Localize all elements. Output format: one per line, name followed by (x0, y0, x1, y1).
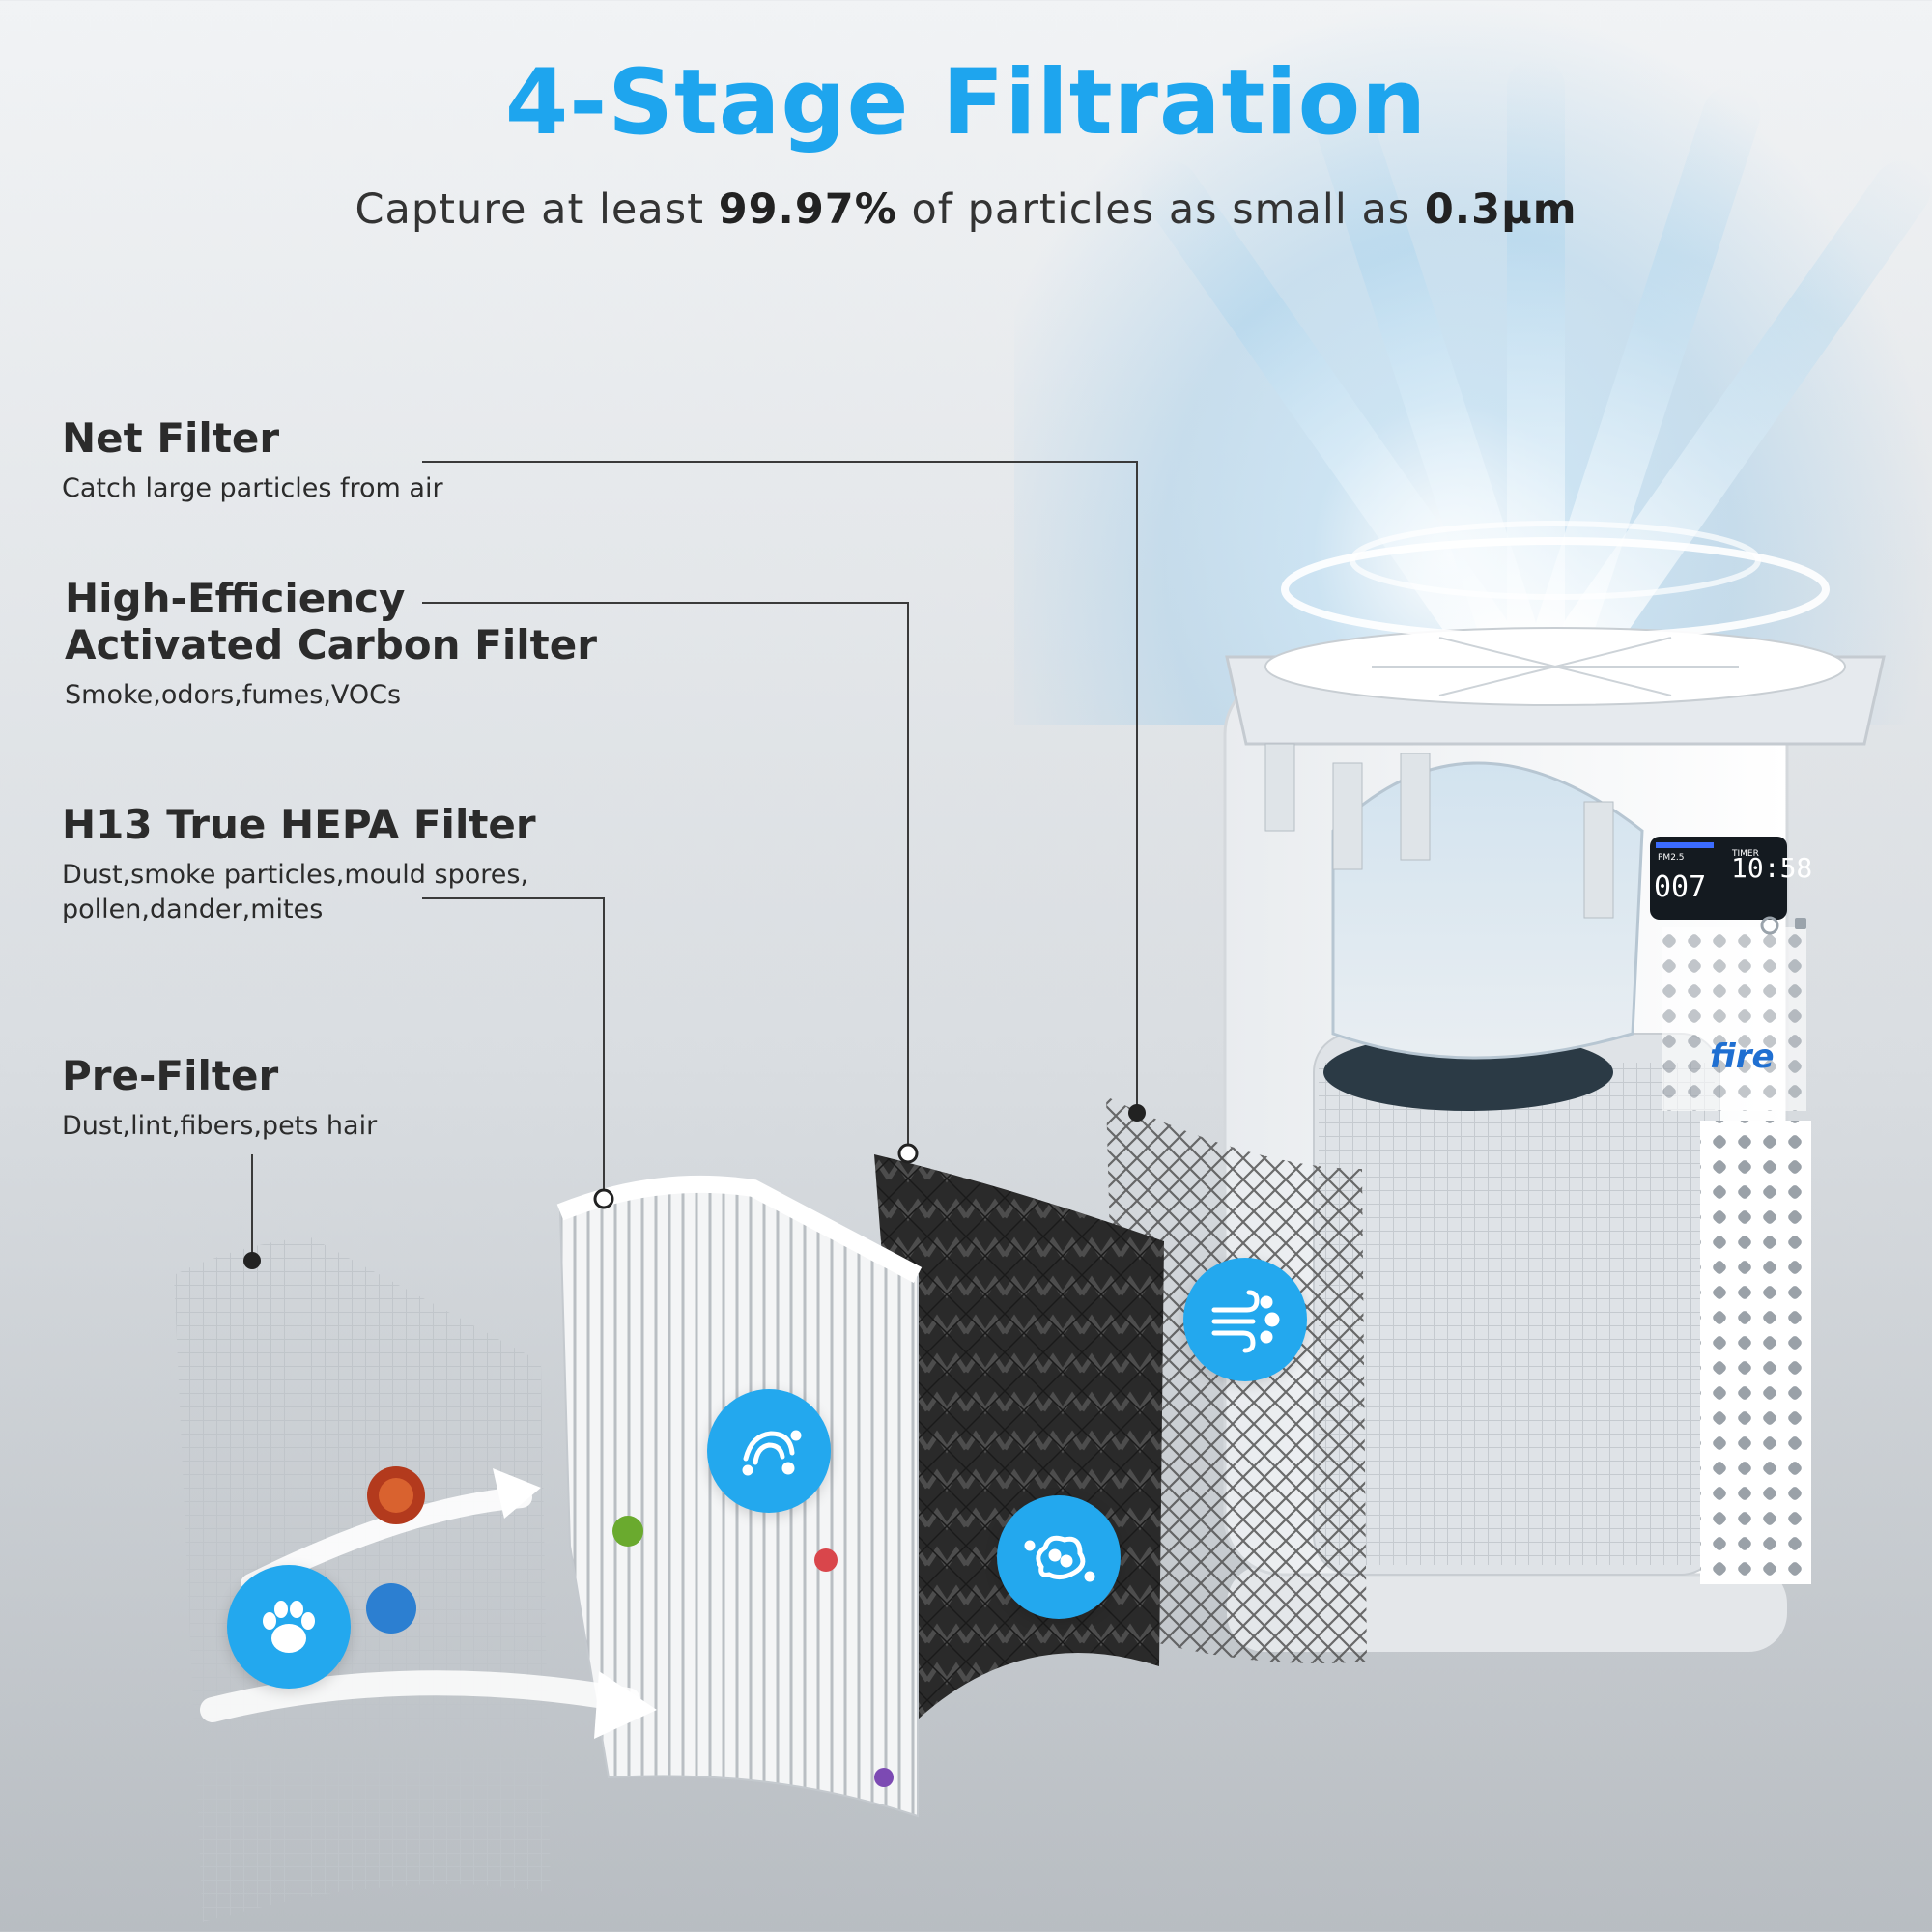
hepa-filter-connector (422, 897, 605, 1198)
net-filter-description: Catch large particles from air (62, 473, 443, 503)
lock-icon (1795, 918, 1806, 929)
display-panel (1650, 837, 1787, 920)
carbon-filter-label: High-Efficiency Activated Carbon Filter … (65, 576, 597, 713)
display-pm-value: 007 (1654, 870, 1706, 904)
hepa-filter-dot (593, 1188, 614, 1209)
hepa-filter-label: H13 True HEPA Filter Dust,smoke particle… (62, 802, 536, 927)
subtitle-percent: 99.97% (718, 185, 897, 234)
net-filter-name: Net Filter (62, 414, 280, 462)
prefilter-dot (243, 1252, 261, 1269)
paw-icon (227, 1565, 351, 1689)
page-subtitle: Capture at least 99.97% of particles as … (0, 185, 1932, 234)
virus-particle (366, 1583, 416, 1634)
virus-particle (874, 1768, 894, 1787)
display-pm-label: PM2.5 (1658, 853, 1685, 863)
airflow-ray (1507, 58, 1565, 657)
hepa-filter-description: Dust,smoke particles,mould spores, polle… (62, 860, 529, 924)
pre-filter-label: Pre-Filter Dust,lint,fibers,pets hair (62, 1053, 377, 1144)
timer-icon (1760, 916, 1779, 935)
brand-logo: fire (1710, 1037, 1775, 1076)
carbon-filter-dot (897, 1143, 919, 1164)
hepa-filter-name: H13 True HEPA Filter (62, 801, 536, 848)
virus-particle (379, 1478, 413, 1513)
carbon-filter-connector (422, 602, 909, 1154)
airflow-arrow (200, 1670, 640, 1722)
purifier-unit (1223, 521, 1886, 1652)
pre-filter-description: Dust,lint,fibers,pets hair (62, 1111, 378, 1141)
net-filter-connector (422, 461, 1138, 1111)
virus-particle (612, 1516, 643, 1547)
page-title: 4-Stage Filtration (504, 50, 1428, 156)
pre-filter-name: Pre-Filter (62, 1052, 279, 1099)
microbe-icon (707, 1389, 831, 1513)
virus-particle (814, 1548, 838, 1572)
subtitle-prefix: Capture at least (355, 185, 705, 234)
subtitle-size: 0.3μm (1424, 185, 1577, 234)
dust-cloud-icon (997, 1495, 1121, 1619)
subtitle-middle: of particles as small as (911, 185, 1411, 234)
display-timer-value: 10:58 (1731, 852, 1812, 884)
wind-particles-icon (1183, 1258, 1307, 1381)
carbon-filter-name: High-Efficiency Activated Carbon Filter (65, 575, 597, 668)
display-timer-label: TIMER (1731, 849, 1759, 859)
carbon-filter-description: Smoke,odors,fumes,VOCs (65, 680, 402, 710)
pre-filter-sheet (174, 1236, 551, 1922)
hepa-filter-rim (556, 1175, 923, 1283)
net-filter-dot (1128, 1104, 1146, 1122)
net-filter-label: Net Filter Catch large particles from ai… (62, 415, 443, 506)
